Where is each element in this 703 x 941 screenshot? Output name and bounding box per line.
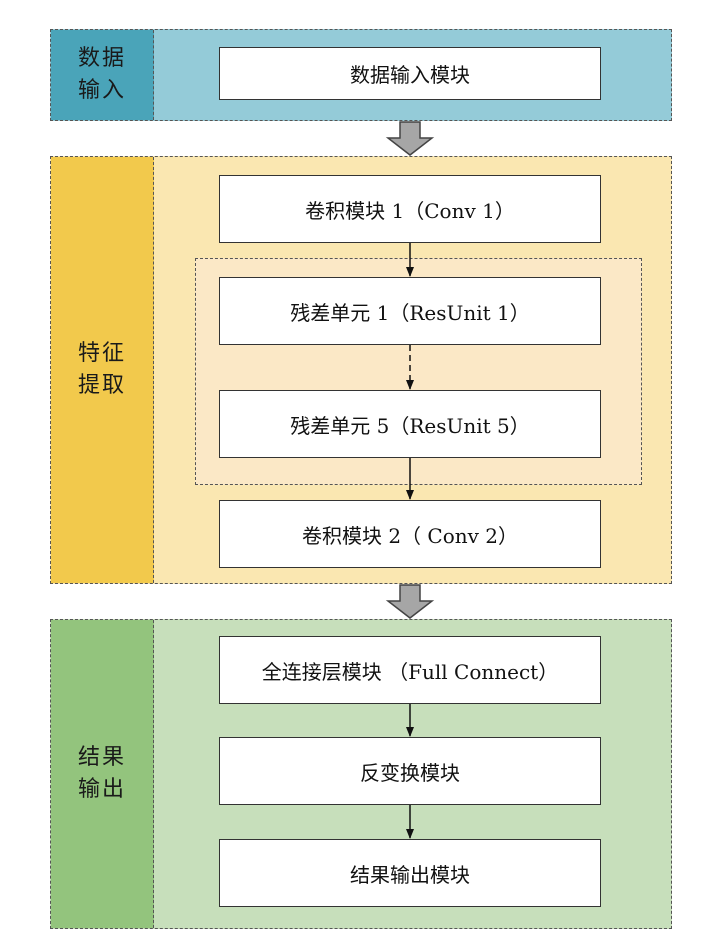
block-arrow-input-to-feature: [385, 121, 435, 156]
conv2-module-box: 卷积模块 2（ Conv 2）: [219, 500, 601, 568]
result-output-label-column: 结果输出: [51, 620, 154, 928]
data-input-label-column: 数据输入: [51, 30, 154, 120]
resunit5-box: 残差单元 5（ResUnit 5）: [219, 390, 601, 458]
result-output-module-box: 结果输出模块: [219, 839, 601, 907]
data-input-label: 数据输入: [78, 46, 127, 103]
feature-extraction-label: 特征提取: [78, 341, 127, 398]
data-input-module-box: 数据输入模块: [219, 47, 601, 100]
result-output-label: 结果输出: [78, 745, 127, 802]
inverse-transform-module-box: 反变换模块: [219, 737, 601, 805]
full-connect-module-box: 全连接层模块 （Full Connect）: [219, 636, 601, 704]
resunit1-box: 残差单元 1（ResUnit 1）: [219, 277, 601, 345]
conv1-module-box: 卷积模块 1（Conv 1）: [219, 175, 601, 243]
feature-extraction-label-column: 特征提取: [51, 157, 154, 583]
block-arrow-feature-to-output: [385, 584, 435, 619]
